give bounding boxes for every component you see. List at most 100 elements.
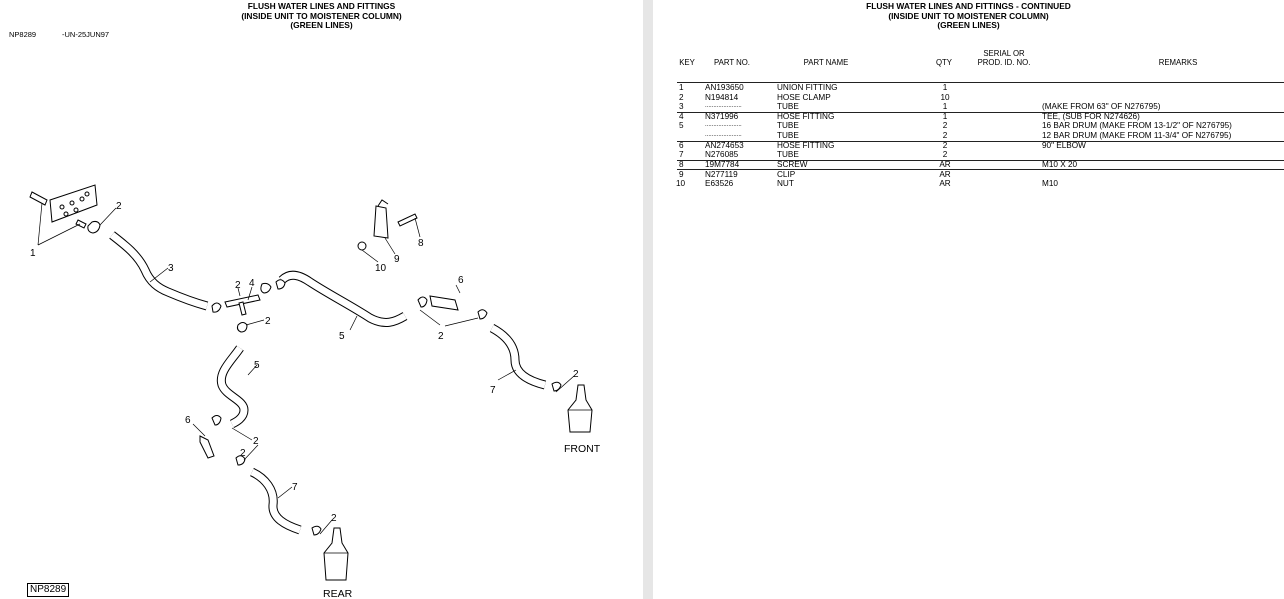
cell-part-name: TUBE — [777, 131, 799, 140]
date-code: -UN-25JUN97 — [62, 30, 110, 39]
cell-remarks: M10 X 20 — [1042, 160, 1078, 169]
cell-part-no: 19M7784 — [705, 160, 740, 169]
table-row: 1 AN193650 UNION FITTING 1 — [653, 83, 1284, 93]
cell-key: 3 — [679, 102, 684, 112]
cell-key: 5 — [679, 121, 684, 131]
title-line: FLUSH WATER LINES AND FITTINGS - CONTINU… — [866, 1, 1071, 11]
cell-part-name: TUBE — [777, 150, 799, 160]
callout-2: 2 — [116, 201, 122, 212]
figure-id: NP8289 — [9, 30, 37, 39]
cell-qty: 2 — [942, 140, 948, 150]
callout-10: 10 — [375, 263, 387, 274]
cell-key: 4 — [679, 111, 684, 121]
cell-qty: AR — [939, 169, 951, 179]
table-rule — [677, 169, 1284, 171]
right-page-title: FLUSH WATER LINES AND FITTINGS - CONTINU… — [653, 1, 1284, 31]
table-row: 3 ...................... TUBE 1 (MAKE FR… — [653, 102, 1284, 112]
callout-2: 2 — [240, 448, 246, 459]
cell-part-no: AN193650 — [705, 83, 744, 92]
callout-4: 4 — [249, 278, 255, 289]
table-rule — [677, 82, 1284, 83]
cell-qty: 1 — [942, 83, 948, 92]
cell-part-no: ...................... — [705, 132, 742, 138]
cell-remarks: 16 BAR DRUM (MAKE FROM 13-1/2" OF N27679… — [1042, 121, 1232, 131]
left-page-illustration: FLUSH WATER LINES AND FITTINGS (INSIDE U… — [0, 0, 643, 599]
parts-diagram: 1 2 3 2 4 2 5 8 9 10 6 2 7 2 5 6 2 2 7 2… — [29, 184, 601, 599]
figure-box-label: NP8289 — [27, 583, 70, 597]
cell-part-no: N371996 — [705, 111, 739, 121]
cell-part-name: HOSE FITTING — [777, 140, 835, 150]
cell-remarks: 12 BAR DRUM (MAKE FROM 11-3/4" OF N27679… — [1042, 131, 1232, 140]
header-key: KEY — [679, 58, 695, 67]
cell-part-name: SCREW — [777, 160, 808, 169]
cell-key: 1 — [679, 83, 684, 92]
cell-part-no: N277119 — [705, 169, 738, 179]
title-line: (INSIDE UNIT TO MOISTENER COLUMN) — [241, 10, 402, 21]
union-fitting-plate — [29, 184, 98, 229]
cell-key: 8 — [679, 160, 684, 169]
callout-6: 6 — [185, 415, 191, 426]
callout-6: 6 — [458, 275, 464, 286]
cell-part-no: E63526 — [705, 179, 734, 189]
callout-9: 9 — [394, 254, 400, 265]
title-line: (GREEN LINES) — [290, 20, 353, 31]
label-front: FRONT — [564, 443, 601, 455]
left-page-title: FLUSH WATER LINES AND FITTINGS (INSIDE U… — [0, 1, 643, 31]
cell-key: 7 — [679, 150, 684, 160]
cell-key: 9 — [679, 169, 684, 179]
table-row: 6 AN274653 HOSE FITTING 2 90" ELBOW — [653, 141, 1284, 151]
cell-part-name: CLIP — [777, 169, 796, 179]
title-line: FLUSH WATER LINES AND FITTINGS — [247, 1, 396, 11]
header-part-name: PART NAME — [803, 58, 849, 67]
table-row: 4 N371996 HOSE FITTING 1 TEE, (SUB FOR N… — [653, 112, 1284, 122]
cell-part-no: N276085 — [705, 150, 739, 160]
cell-part-name: TUBE — [777, 121, 799, 131]
cell-qty: 10 — [940, 92, 950, 102]
table-row: 7 N276085 TUBE 2 — [653, 150, 1284, 160]
cell-part-no: ...................... — [705, 103, 742, 110]
table-rule — [677, 140, 1284, 142]
cell-key: 2 — [679, 92, 684, 102]
right-page-parts-list: FLUSH WATER LINES AND FITTINGS - CONTINU… — [653, 0, 1284, 599]
callout-2: 2 — [331, 513, 337, 524]
title-line: (INSIDE UNIT TO MOISTENER COLUMN) — [888, 10, 1049, 21]
callout-1: 1 — [30, 248, 36, 259]
cell-qty: 2 — [942, 121, 948, 131]
callout-5: 5 — [254, 360, 260, 371]
callout-7: 7 — [292, 482, 298, 493]
cell-part-name: NUT — [777, 179, 794, 189]
cell-qty: AR — [939, 160, 951, 169]
cell-key: 6 — [679, 140, 684, 150]
cell-qty: 1 — [942, 111, 948, 121]
header-qty: QTY — [935, 58, 953, 67]
header-remarks: REMARKS — [1158, 58, 1198, 67]
cell-part-name: HOSE FITTING — [777, 111, 835, 121]
header-serial-line-1: SERIAL OR — [983, 49, 1025, 58]
callout-2: 2 — [235, 280, 241, 291]
table-rule — [677, 111, 1284, 113]
callout-7: 7 — [490, 385, 496, 396]
cell-key: 10 — [676, 179, 686, 189]
table-row: 9 N277119 CLIP AR — [653, 170, 1284, 180]
cell-remarks: TEE, (SUB FOR N274626) — [1042, 111, 1140, 121]
table-row: 2 N194814 HOSE CLAMP 10 — [653, 93, 1284, 103]
cell-remarks: (MAKE FROM 63" OF N276795) — [1042, 102, 1161, 112]
table-rule — [677, 159, 1284, 161]
label-rear: REAR — [323, 588, 353, 599]
callout-5: 5 — [339, 331, 345, 342]
header-serial-line-2: PROD. ID. NO. — [977, 58, 1031, 67]
callout-2: 2 — [253, 436, 259, 447]
title-line: (GREEN LINES) — [937, 20, 1000, 31]
cell-qty: 2 — [942, 150, 948, 160]
cell-part-no: ...................... — [705, 122, 742, 129]
cell-part-name: UNION FITTING — [777, 83, 838, 92]
cell-qty: AR — [939, 179, 951, 189]
cell-part-name: TUBE — [777, 102, 799, 112]
header-serial: SERIAL OR PROD. ID. NO. — [971, 49, 1037, 67]
cell-qty: 2 — [942, 131, 948, 140]
callout-2: 2 — [573, 369, 579, 380]
cell-part-no: N194814 — [705, 92, 739, 102]
parts-table: KEY PART NO. PART NAME QTY SERIAL OR PRO… — [653, 0, 1284, 599]
callout-2: 2 — [265, 316, 271, 327]
cell-remarks: 90" ELBOW — [1042, 140, 1086, 150]
